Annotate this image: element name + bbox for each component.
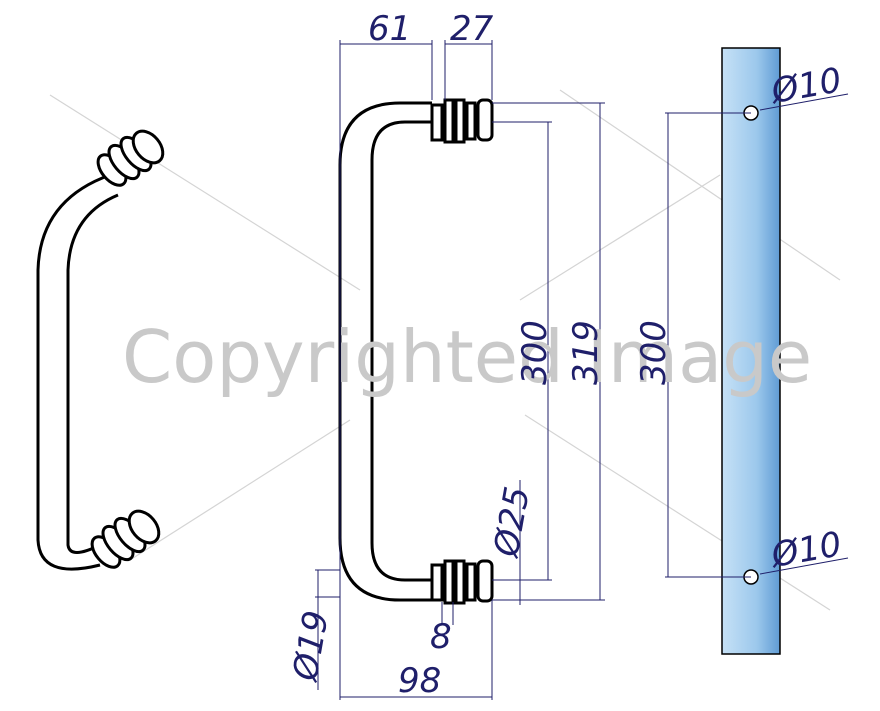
bar-dimension-lines [665, 93, 849, 578]
dim-300-right: 300 [634, 320, 674, 385]
dim-27: 27 [450, 9, 494, 49]
watermark-text: Copyrighted Image [122, 315, 812, 399]
dim-8: 8 [430, 617, 452, 657]
dim-98: 98 [398, 661, 441, 701]
dim-300-mid: 300 [515, 320, 555, 385]
dim-dia-19: Ø19 [285, 608, 337, 686]
mounting-bar-view [665, 47, 849, 655]
handle-perspective-top-fitting [96, 129, 165, 187]
dim-dia-25: Ø25 [486, 484, 538, 562]
handle-perspective-view [36, 129, 165, 571]
mounting-bar [721, 47, 781, 655]
dim-61: 61 [368, 9, 411, 49]
dim-319: 319 [566, 320, 606, 385]
side-view-dimension-lines [315, 40, 605, 700]
handle-side-view [315, 40, 605, 700]
handle-side-bottom-fitting [430, 559, 494, 605]
handle-perspective-bottom-fitting [90, 509, 161, 569]
handle-side-top-fitting [430, 98, 494, 144]
